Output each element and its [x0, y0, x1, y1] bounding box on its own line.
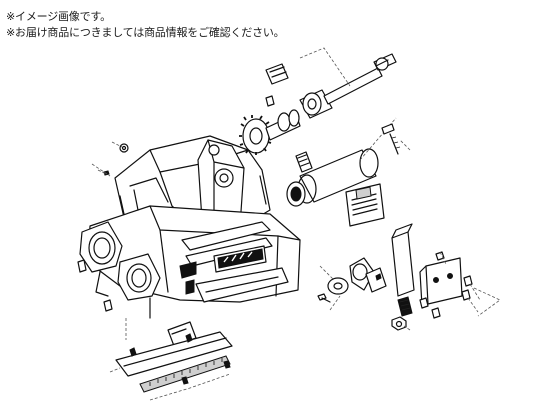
vertical-column [391, 223, 415, 331]
machine-housing [79, 135, 301, 319]
housing-fasteners [77, 141, 129, 312]
spindle-bolts [381, 123, 411, 155]
leader-line [91, 163, 111, 177]
bottom-cover [109, 318, 233, 401]
main-spindle [286, 117, 397, 207]
pawl-assembly [317, 257, 387, 311]
drive-gear-assembly [239, 63, 333, 155]
mounting-bracket [419, 251, 501, 319]
image-notice: ※イメージ画像です。 [6, 10, 111, 23]
ratchet-handle [299, 47, 397, 105]
warning-label [345, 183, 385, 227]
product-info-notice: ※お届け商品につきましては商品情報をご確認ください。 [6, 26, 285, 39]
